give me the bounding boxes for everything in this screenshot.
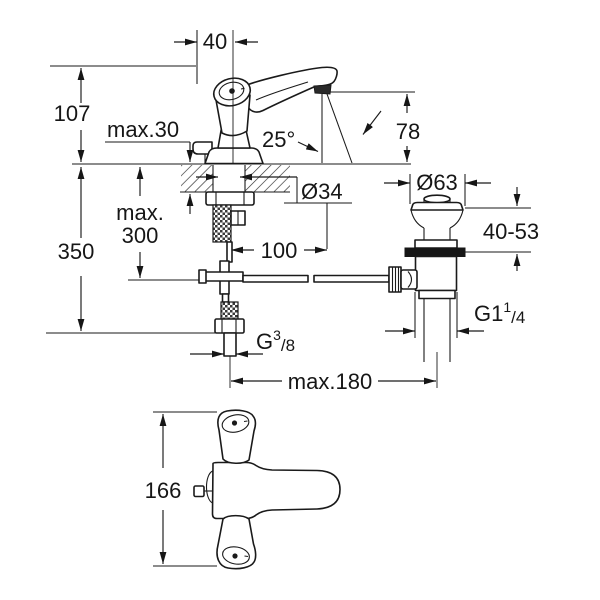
dimension-max300: max. 300 (116, 167, 206, 281)
drain-flange (410, 201, 464, 211)
tailpipe-ring (418, 289, 456, 300)
dimension-g1-1-4: G11/4 (385, 292, 525, 338)
braided-hose (220, 301, 239, 320)
g38-base: G (256, 329, 273, 354)
dim-label-g3-8: G3/8 (256, 327, 295, 355)
dim-label-107: 107 (54, 101, 91, 126)
locknut (205, 191, 255, 206)
dim-label-g1-1-4: G11/4 (474, 299, 525, 327)
dimension-166: 166 (145, 411, 217, 567)
dim-label-100: 100 (261, 238, 298, 263)
popup-rod-upper (226, 241, 233, 263)
handle-dot (229, 88, 235, 94)
dimension-350: 350 (46, 167, 235, 334)
dimension-g3-8: G3/8 (190, 327, 295, 358)
below-counter-assembly (198, 191, 390, 388)
popup-rod-tab (192, 141, 213, 155)
dim-label-78: 78 (396, 119, 420, 144)
aerator (313, 84, 332, 95)
plan-handle-bottom-inner (222, 546, 250, 565)
dimension-40: 40 (174, 29, 258, 84)
popup-drain-assembly (388, 194, 466, 388)
dim-label-o34: Ø34 (301, 179, 343, 204)
g114-base: G1 (474, 301, 503, 326)
dim-label-40-53: 40-53 (483, 219, 539, 244)
dimension-107: 107 (50, 65, 196, 162)
rod-socket-arc (407, 271, 413, 288)
rod-junction-horizontal (204, 271, 244, 282)
jet-pointer-arrow (362, 110, 382, 135)
plan-handle-top-inner (221, 414, 250, 433)
plan-body-bulge (205, 470, 213, 504)
threaded-shank (212, 204, 232, 243)
plan-handle-bottom-tick (244, 555, 249, 558)
dimension-25deg: 25° (262, 93, 382, 164)
dim-label-max180: max.180 (288, 369, 372, 394)
dimension-o34: Ø34 (196, 173, 352, 249)
rod-junction-cap (198, 269, 207, 284)
horizontal-rod-segment-2 (313, 274, 390, 283)
dimension-o63: Ø63 (384, 170, 491, 206)
dim-label-max300-line1: max. (116, 200, 164, 225)
plan-handle-bottom-dot (232, 553, 238, 559)
g114-sup: 1 (503, 299, 511, 315)
plan-handle-top (217, 409, 257, 465)
horizontal-rod-segment-1 (242, 274, 309, 283)
dim-label-350: 350 (58, 239, 95, 264)
handle-tick (240, 87, 245, 90)
plan-handle-top-dot (231, 420, 238, 426)
g38-sup: 3 (273, 327, 281, 343)
counter-hatch-right (245, 165, 290, 192)
plan-body-and-spout (211, 461, 341, 520)
drain-collar (414, 239, 458, 249)
dim-label-166: 166 (145, 478, 182, 503)
dimension-max30: max.30 (105, 117, 194, 214)
g114-frac: /4 (511, 308, 525, 327)
plan-handle-top-tick (243, 420, 248, 423)
drain-plug-top (423, 194, 451, 204)
funnel-left (410, 209, 425, 229)
dim-label-25deg: 25° (262, 127, 295, 152)
countertop-section (72, 163, 411, 193)
dimension-78: 78 (330, 91, 420, 162)
plan-popup-knob (193, 485, 205, 498)
dimension-100: 100 (231, 238, 327, 263)
rod-socket (400, 269, 418, 290)
dim-label-40: 40 (203, 29, 227, 54)
dim25-leader-arrow (297, 141, 319, 153)
dimension-40-53: 40-53 (463, 187, 539, 271)
funnel-right (449, 209, 464, 229)
dimension-max180: max.180 (231, 369, 436, 394)
faucet-plan-view (193, 409, 341, 570)
drain-lower-body (414, 255, 458, 292)
g38-frac: /8 (281, 336, 295, 355)
counter-hatch-left (181, 165, 213, 192)
supply-thread-stub (223, 332, 237, 357)
popup-rod-lower (221, 293, 230, 303)
plan-handle-bottom (216, 514, 257, 570)
jet-angled-line (326, 93, 353, 164)
dim-label-max300-line2: 300 (122, 223, 159, 248)
drain-gasket (404, 247, 466, 257)
dim-label-o63: Ø63 (416, 170, 458, 195)
hose-nut (214, 318, 245, 334)
dim-label-max30: max.30 (107, 117, 179, 142)
base-escutcheon (204, 147, 264, 165)
spout-contour-line (255, 81, 309, 101)
